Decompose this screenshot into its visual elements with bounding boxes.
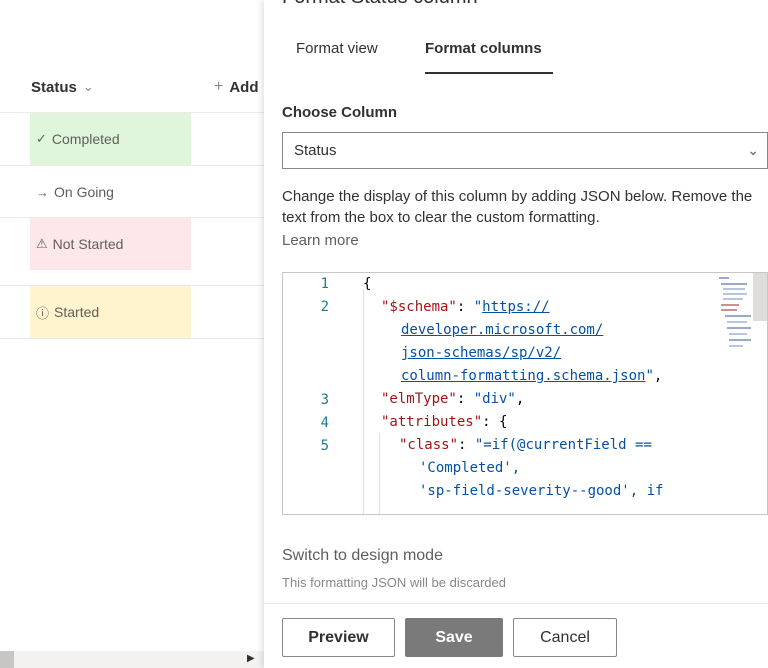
editor-vertical-scrollbar[interactable] xyxy=(753,273,767,514)
status-cell-label: On Going xyxy=(54,184,114,200)
warning-icon: ⚠ xyxy=(36,236,48,251)
code-line: column-formatting.schema.json", xyxy=(401,368,663,384)
code-line: "elmType": "div", xyxy=(381,391,525,407)
preview-button[interactable]: Preview xyxy=(282,618,395,657)
status-cell-label: Completed xyxy=(51,131,120,147)
list-view: Status ⌄ + Add ✓ Completed → On Going ⚠ … xyxy=(0,0,264,668)
status-cell-completed[interactable]: ✓ Completed xyxy=(30,113,191,165)
format-column-panel: Format Status column Format view Format … xyxy=(264,0,768,668)
scrollbar-thumb[interactable] xyxy=(0,651,14,668)
scroll-right-icon[interactable]: ▶ xyxy=(247,653,255,664)
checkmark-icon: ✓ xyxy=(36,131,47,146)
status-cell-label: Started xyxy=(54,304,100,320)
add-column-button[interactable]: + Add xyxy=(214,72,259,102)
indent-guide xyxy=(379,433,380,514)
divider xyxy=(0,112,264,113)
switch-design-mode-link[interactable]: Switch to design mode xyxy=(282,547,443,564)
description-text: Change the display of this column by add… xyxy=(282,188,753,226)
active-tab-indicator xyxy=(425,72,553,74)
status-cell-label: Not Started xyxy=(52,236,124,252)
editor-minimap[interactable] xyxy=(717,273,753,353)
cancel-button[interactable]: Cancel xyxy=(513,618,617,657)
horizontal-scrollbar[interactable]: ▶ xyxy=(0,651,264,668)
divider xyxy=(0,217,264,218)
line-number: 3 xyxy=(320,392,329,408)
add-column-label: Add xyxy=(229,78,259,96)
status-column-label: Status xyxy=(31,78,77,96)
code-line: json-schemas/sp/v2/ xyxy=(401,345,562,361)
indent-guide xyxy=(363,289,364,514)
code-line: { xyxy=(363,276,372,292)
info-icon: ⓘ xyxy=(36,305,50,321)
divider xyxy=(264,603,768,604)
status-cell-not-started[interactable]: ⚠ Not Started xyxy=(30,218,191,270)
line-number: 5 xyxy=(320,438,329,454)
divider xyxy=(0,165,264,166)
column-dropdown[interactable]: Status ⌄ xyxy=(282,132,768,169)
status-cell-on-going[interactable]: → On Going xyxy=(30,166,191,218)
save-button[interactable]: Save xyxy=(405,618,503,657)
json-editor[interactable]: 1 2 3 4 5 { "$schema": "https:// develop… xyxy=(282,272,768,515)
divider xyxy=(0,338,264,339)
code-line: 'sp-field-severity--good', if xyxy=(419,483,664,499)
tab-format-columns[interactable]: Format columns xyxy=(425,40,542,57)
learn-more-link[interactable]: Learn more xyxy=(282,232,359,249)
code-line: "$schema": "https:// xyxy=(381,299,550,315)
line-number: 1 xyxy=(320,276,329,292)
column-dropdown-value: Status xyxy=(294,142,337,159)
discard-note: This formatting JSON will be discarded xyxy=(282,575,506,590)
line-number: 2 xyxy=(320,299,329,315)
scrollbar-thumb[interactable] xyxy=(753,273,767,321)
tab-format-view[interactable]: Format view xyxy=(296,40,378,57)
status-cell-started[interactable]: ⓘ Started xyxy=(30,286,191,338)
choose-column-label: Choose Column xyxy=(282,104,397,121)
chevron-down-icon: ⌄ xyxy=(82,79,94,94)
divider xyxy=(0,285,264,286)
plus-icon: + xyxy=(214,78,224,95)
chevron-down-icon: ⌄ xyxy=(747,142,759,158)
status-column-header[interactable]: Status ⌄ xyxy=(31,72,94,102)
panel-title: Format Status column xyxy=(282,0,478,9)
code-line: developer.microsoft.com/ xyxy=(401,322,604,338)
arrow-right-icon: → xyxy=(36,184,49,200)
code-line: 'Completed', xyxy=(419,460,521,476)
line-number: 4 xyxy=(320,415,329,431)
code-line: "class": "=if(@currentField == xyxy=(399,437,652,453)
code-line: "attributes": { xyxy=(381,414,508,430)
